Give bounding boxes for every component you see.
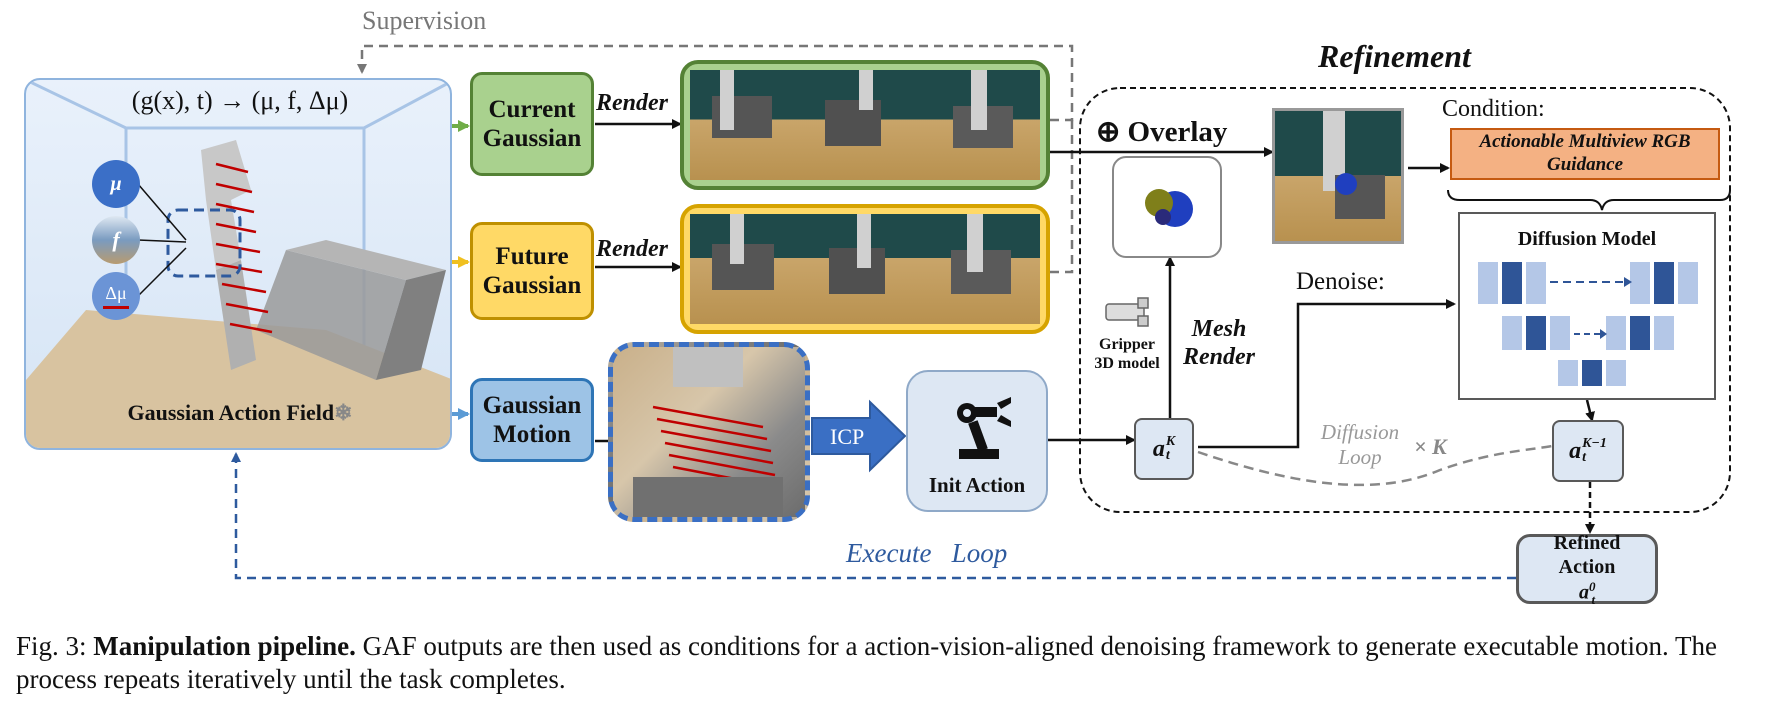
- caption-bold: Manipulation pipeline.: [93, 631, 356, 661]
- point-cloud-scene: [26, 80, 450, 448]
- icp-label: ICP: [830, 424, 865, 449]
- future-render-frames: [680, 204, 1050, 334]
- gripper-render-icon: [1145, 189, 1193, 227]
- future-view-3: [923, 214, 1041, 324]
- robot-arm-icon: [957, 397, 1011, 459]
- action-k-superscript: K: [1165, 434, 1176, 449]
- diffusion-model-label: Diffusion Model: [1517, 228, 1657, 250]
- denoise-label: Denoise:: [1296, 268, 1385, 295]
- mesh-render-label: Mesh Render: [1183, 316, 1255, 370]
- gripper-3d-model: Gripper 3D model: [1088, 294, 1166, 373]
- caption-text: GAF outputs are then used as conditions …: [16, 631, 1717, 694]
- gripper-icon: [1105, 297, 1149, 327]
- action-0-superscript: 0: [1588, 578, 1596, 594]
- delta-mu-badge: Δμ: [92, 272, 140, 320]
- field-label: Gaussian Action Field❄: [127, 400, 353, 425]
- diffusion-loop-curve: [1197, 444, 1553, 487]
- action-k1-superscript: K−1: [1582, 436, 1607, 451]
- f-badge: f: [92, 216, 140, 264]
- condition-brace: [1447, 189, 1731, 211]
- red-arrow-icon: [103, 306, 129, 309]
- field-formula: (g(x), t) → (μ, f, Δμ): [131, 86, 349, 115]
- future-gaussian-node: Future Gaussian: [470, 222, 594, 320]
- caption-prefix: Fig. 3:: [16, 631, 94, 661]
- execute-loop-label: Execute Loop: [846, 538, 1008, 568]
- current-render-frames: [680, 60, 1050, 190]
- overlay-label: ⊕ Overlay: [1096, 116, 1228, 148]
- refinement-frame: [1079, 87, 1731, 513]
- render-view-2: [806, 70, 924, 180]
- motion-vectors: [633, 347, 783, 517]
- mu-label: μ: [110, 172, 122, 195]
- supervision-label: Supervision: [362, 6, 487, 35]
- f-label: f: [112, 227, 120, 252]
- condition-label: Condition:: [1442, 96, 1545, 122]
- delta-mu-label: Δμ: [105, 283, 127, 303]
- motion-closeup: [608, 342, 810, 522]
- icp-arrow: [811, 399, 907, 473]
- mu-badge: μ: [92, 160, 140, 208]
- execute-loop-arrow: [231, 452, 1516, 580]
- gripper-render-box: [1112, 156, 1222, 258]
- gripper-model-label: Gripper 3D model: [1094, 336, 1160, 373]
- guidance-box: Actionable Multiview RGB Guidance: [1450, 128, 1720, 180]
- overlay-image: [1272, 108, 1404, 244]
- denoise-arrow: [1198, 299, 1456, 449]
- diffusion-model-box: Diffusion Model: [1458, 212, 1716, 400]
- refinement-title: Refinement: [1318, 38, 1471, 74]
- refined-action-node: Refined Action a0t: [1516, 531, 1658, 607]
- init-action-label: Init Action: [928, 473, 1026, 497]
- init-action-node: Init Action: [906, 370, 1048, 512]
- supervision-arrow: [357, 44, 1074, 122]
- current-gaussian-node: Current Gaussian: [470, 72, 594, 176]
- render-label-future: Render: [596, 236, 668, 262]
- figure-caption: Fig. 3: Manipulation pipeline. GAF outpu…: [16, 630, 1746, 696]
- diffusion-loop-label: Diffusion Loop: [1320, 420, 1400, 470]
- unet-icon: [1478, 262, 1698, 386]
- future-view-2: [806, 214, 924, 324]
- times-k-label: × K: [1414, 434, 1447, 459]
- render-view-1: [690, 70, 807, 180]
- gaussian-motion-node: Gaussian Motion: [470, 378, 594, 462]
- snowflake-icon: ❄: [334, 400, 353, 425]
- future-view-1: [690, 214, 807, 324]
- render-label-current: Render: [596, 90, 668, 116]
- render-view-3: [923, 70, 1041, 180]
- gaussian-action-field-panel: (g(x), t) → (μ, f, Δμ) μ f Δμ Gaussian A…: [24, 78, 452, 450]
- refined-action-label: Refined Action: [1553, 531, 1621, 578]
